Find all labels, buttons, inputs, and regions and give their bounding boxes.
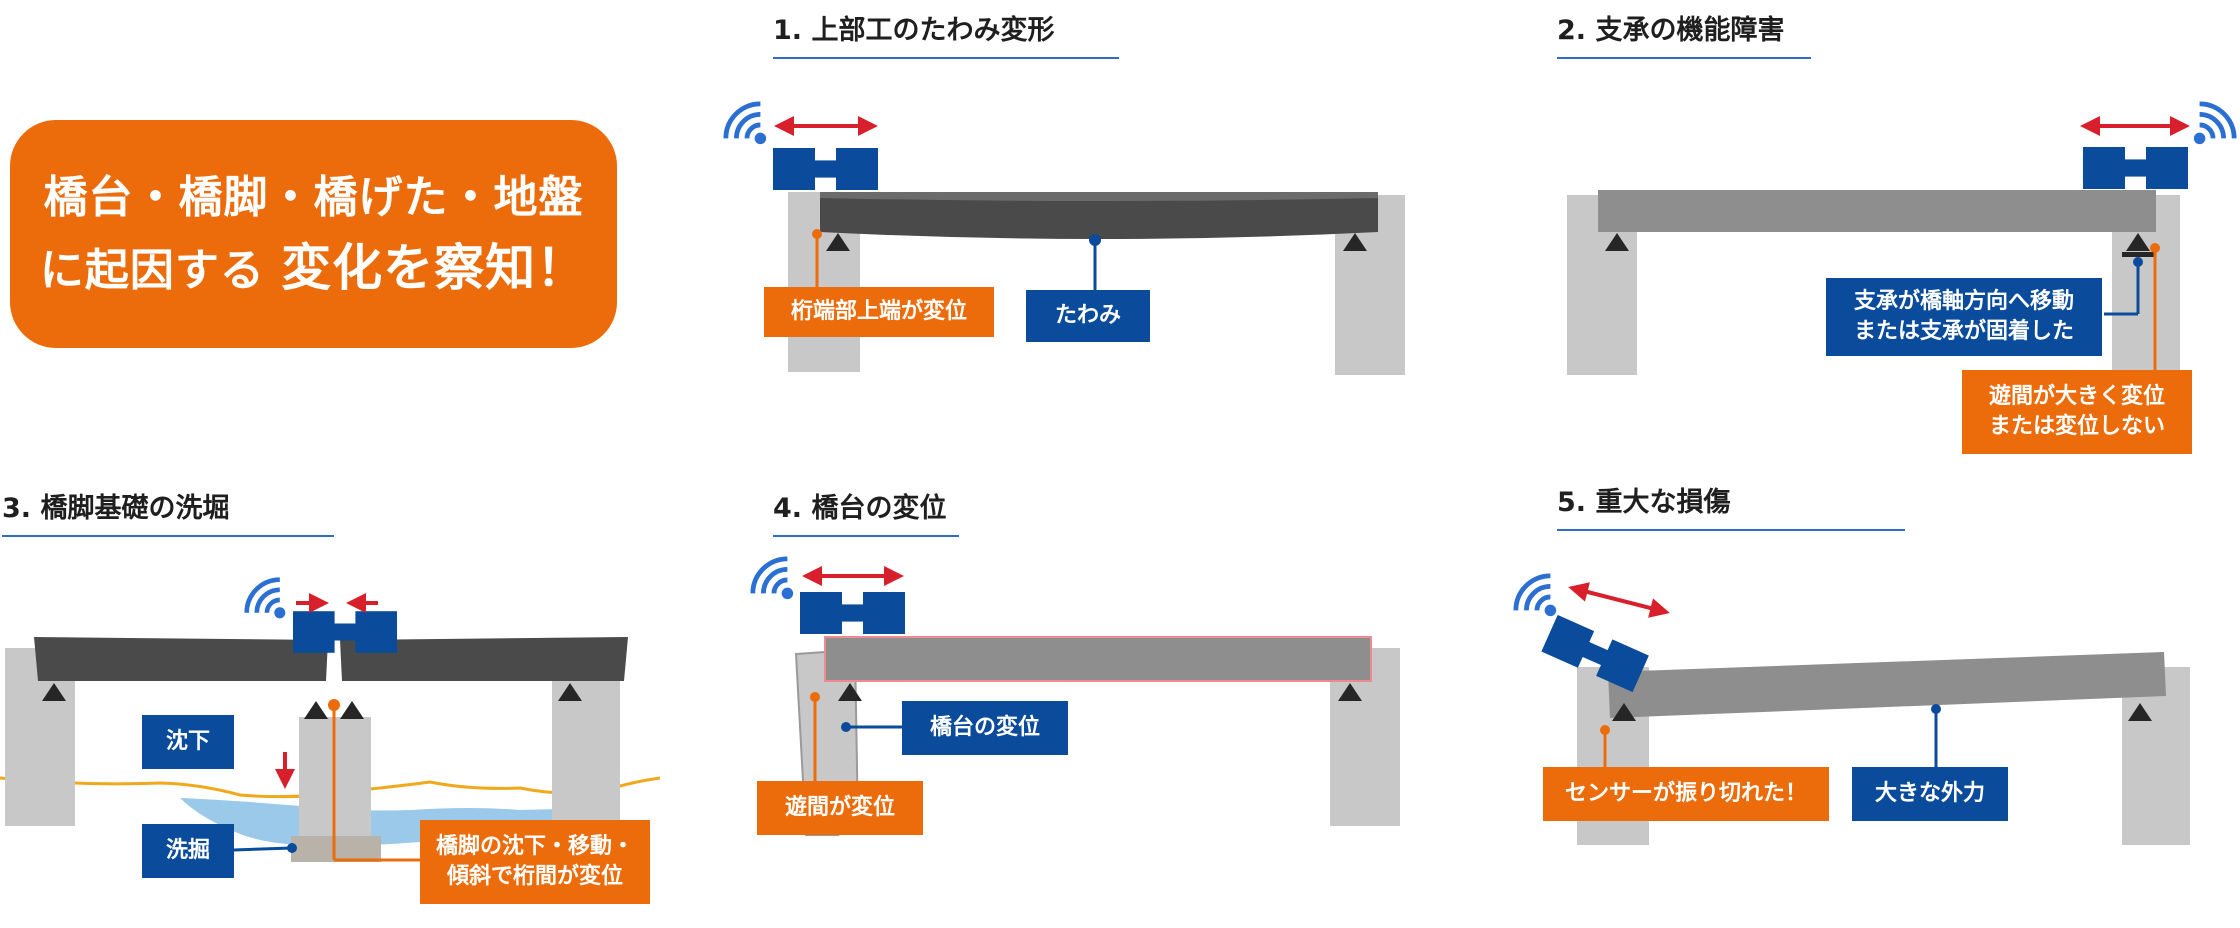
panel-4-title: 4. 橋台の変位: [773, 486, 959, 537]
bearing-pier-a: [304, 701, 328, 719]
panel-5-title: 5. 重大な損傷: [1557, 480, 1905, 531]
label-pier-displacement-line2: 傾斜で桁間が変位: [446, 864, 623, 889]
hero-line-2-main: 変化を察知！: [281, 238, 588, 297]
pier-footing: [291, 836, 381, 862]
panel-2-graphics: [1567, 104, 2234, 375]
hero-banner: 橋台・橋脚・橋げた・地盤 に起因する 変化を察知！: [10, 120, 617, 348]
sensor-icon: [773, 148, 878, 190]
panel-1-graphics: [726, 104, 1405, 375]
label-gap-change-line1: 遊間が大きく変位: [1988, 384, 2165, 409]
panel-1-title: 1. 上部工のたわみ変形: [773, 8, 1119, 59]
label-bearing-movement: 支承が橋軸方向へ移動 または支承が固着した: [1826, 278, 2102, 356]
label-gap-change-line2: または変位しない: [1988, 414, 2165, 439]
sensor-icon: [800, 592, 905, 634]
panel-3-title: 3. 橋脚基礎の洗堀: [2, 486, 334, 537]
label-bearing-movement-line2: または支承が固着した: [1853, 319, 2074, 344]
signal-icon: [753, 559, 793, 599]
girder: [1598, 190, 2156, 232]
label-pier-displacement: 橋脚の沈下・移動・ 傾斜で桁間が変位: [420, 820, 650, 904]
hero-line-2-prefix: に起因する: [39, 244, 265, 296]
label-bearing-movement-line1: 支承が橋軸方向へ移動: [1853, 289, 2074, 314]
label-settlement: 沈下: [142, 715, 234, 769]
label-scour: 洗掘: [142, 824, 234, 878]
girder-displaced: [1608, 652, 2166, 718]
sensor-icon: [2083, 147, 2188, 189]
signal-icon: [2194, 104, 2234, 144]
panel-2-title: 2. 支承の機能障害: [1557, 8, 1811, 59]
label-abutment-displacement: 橋台の変位: [902, 701, 1068, 755]
signal-icon: [726, 104, 766, 144]
label-gap-change: 遊間が大きく変位 または変位しない: [1962, 370, 2192, 454]
girder-deflected: [820, 192, 1378, 239]
signal-icon: [1516, 576, 1556, 616]
arrow-diagonal: [1568, 582, 1670, 618]
hero-line-1: 橋台・橋脚・橋げた・地盤: [43, 171, 584, 223]
girder-left: [34, 637, 328, 681]
label-gap-displacement: 遊間が変位: [757, 781, 923, 835]
hero-line-2: に起因する 変化を察知！: [10, 233, 617, 306]
label-girder-end-displacement: 桁端部上端が変位: [764, 287, 994, 337]
label-large-external-force: 大きな外力: [1852, 767, 2008, 821]
girder-right: [340, 637, 628, 681]
girder: [824, 636, 1372, 682]
label-sensor-overrange: センサーが振り切れた！: [1543, 767, 1829, 821]
signal-icon: [247, 580, 286, 619]
label-deflection: たわみ: [1026, 290, 1150, 342]
label-pier-displacement-line1: 橋脚の沈下・移動・: [435, 834, 634, 859]
bearing-pier-b: [340, 701, 364, 719]
panel-3-graphics: [0, 580, 661, 862]
